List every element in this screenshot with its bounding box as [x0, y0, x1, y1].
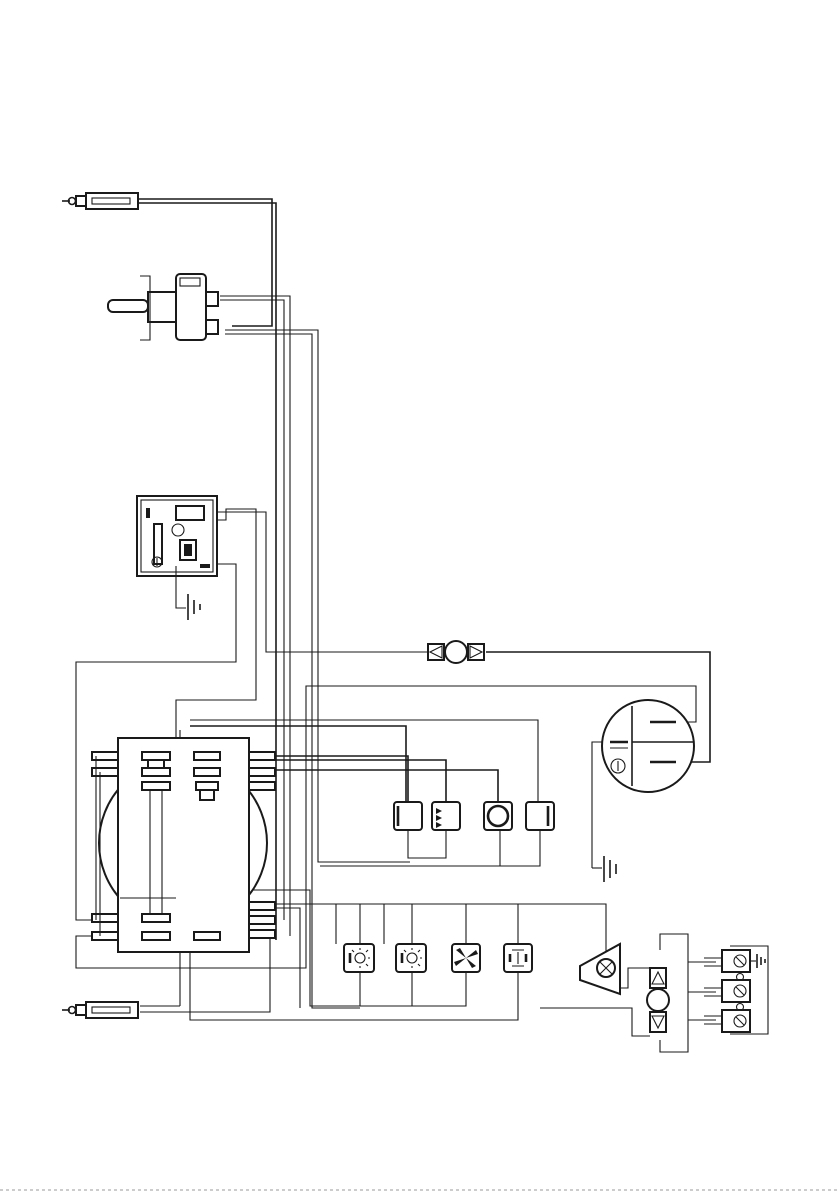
- mains-connector-icon: [704, 946, 768, 1034]
- fan-icon: [452, 944, 480, 972]
- motor-relay-icon: [647, 968, 669, 1032]
- lamp-icon: [344, 944, 374, 972]
- control-board-icon: [137, 496, 217, 576]
- fan-motor-icon: [580, 944, 620, 994]
- fuse-plug-icon: [62, 1002, 138, 1018]
- thermostat-knob-icon: [108, 274, 218, 340]
- motor-valve-icon: [428, 641, 484, 663]
- grill-icon: [504, 944, 532, 972]
- bottom-heat-icon: [394, 802, 422, 830]
- heating-element-icon: [92, 738, 275, 952]
- ring-element-icon: [432, 802, 460, 830]
- ground-icon: [592, 856, 616, 882]
- fuse-plug-icon: [62, 193, 138, 209]
- round-switch-icon: [484, 802, 512, 830]
- lamp-icon: [396, 944, 426, 972]
- round-switch-icon: [602, 700, 694, 792]
- top-heat-icon: [526, 802, 554, 830]
- ground-icon: [750, 954, 765, 968]
